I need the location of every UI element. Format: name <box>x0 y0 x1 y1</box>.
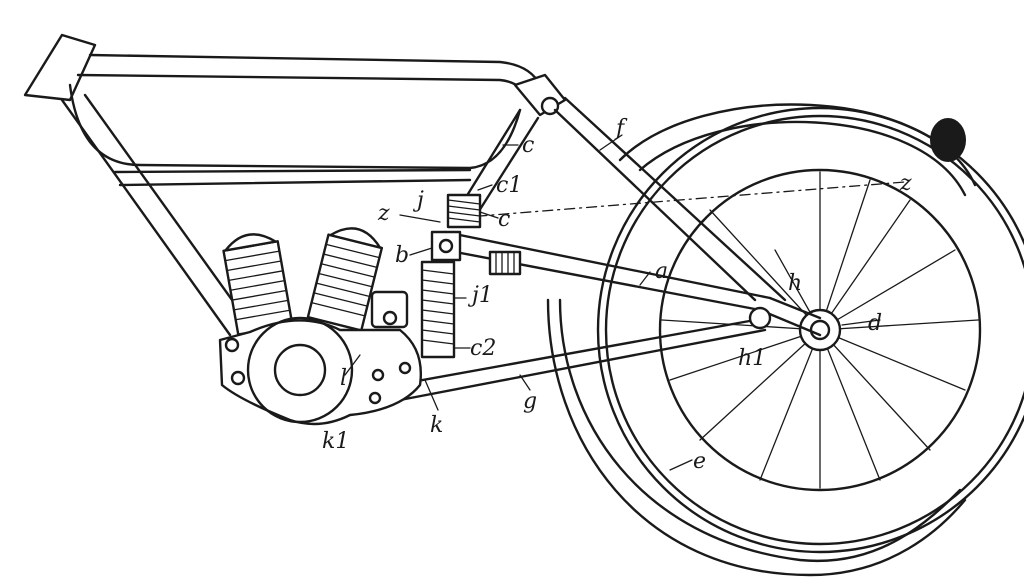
steering-head <box>23 33 97 102</box>
down-tube-b <box>83 93 252 327</box>
magneto <box>370 290 409 329</box>
lower-tube-b <box>113 168 472 174</box>
label-j: j <box>412 188 424 213</box>
tail-lamp-icon <box>930 118 966 162</box>
seat-stay-a <box>553 108 757 302</box>
cylinder-front <box>222 233 294 336</box>
crank-boss <box>273 343 327 397</box>
label-e: e <box>693 449 706 474</box>
mudguard-top <box>638 120 967 197</box>
label-b: b <box>395 243 409 268</box>
label-c-lower: c <box>498 207 510 232</box>
engine <box>218 227 422 426</box>
frame <box>23 33 822 402</box>
label-c1: c1 <box>496 173 522 198</box>
down-tube-a <box>60 98 232 337</box>
label-c: c <box>522 133 534 158</box>
label-z-right: z <box>899 171 912 196</box>
mudguard-bottom-outer <box>546 298 967 577</box>
label-d: d <box>868 311 882 336</box>
part-labels: c f c1 j z c b a h j1 d h1 c2 l g k k1 e… <box>322 116 912 474</box>
label-a: a <box>655 259 668 284</box>
top-tube-lower <box>76 73 530 100</box>
crankcase <box>218 319 422 426</box>
chain-stay-a <box>398 328 767 402</box>
leader-lines <box>344 134 881 471</box>
swing-arm-b <box>443 230 772 300</box>
label-h: h <box>788 271 802 296</box>
chain-stay-b <box>393 318 757 387</box>
label-k: k <box>430 413 443 438</box>
label-z-left: z <box>377 201 390 226</box>
fuel-tank <box>68 83 522 170</box>
tire-outer <box>596 106 1024 554</box>
label-l: l <box>340 366 347 391</box>
arm-spring <box>488 250 522 276</box>
pivot-block <box>430 230 462 262</box>
cylinder-rear <box>306 227 384 332</box>
label-k1: k1 <box>322 429 349 454</box>
hub <box>798 308 842 352</box>
label-g: g <box>523 389 537 414</box>
reference-line-z <box>454 181 906 219</box>
springs <box>420 193 522 359</box>
seat-stay-b <box>563 96 787 302</box>
rear-pivot <box>748 306 772 330</box>
label-h1: h1 <box>738 346 766 371</box>
label-c2: c2 <box>470 336 496 361</box>
label-j1: j1 <box>467 283 493 308</box>
rim-inner <box>658 168 982 492</box>
pivot-bolt <box>438 238 454 254</box>
upper-spring-j <box>446 193 482 229</box>
seat-tube-b <box>470 116 540 224</box>
label-f: f <box>614 116 628 141</box>
rim-outer <box>604 114 1024 546</box>
flywheel-cover <box>246 316 354 424</box>
lower-tube-a <box>118 178 472 187</box>
mudguard-bottom <box>558 298 962 563</box>
